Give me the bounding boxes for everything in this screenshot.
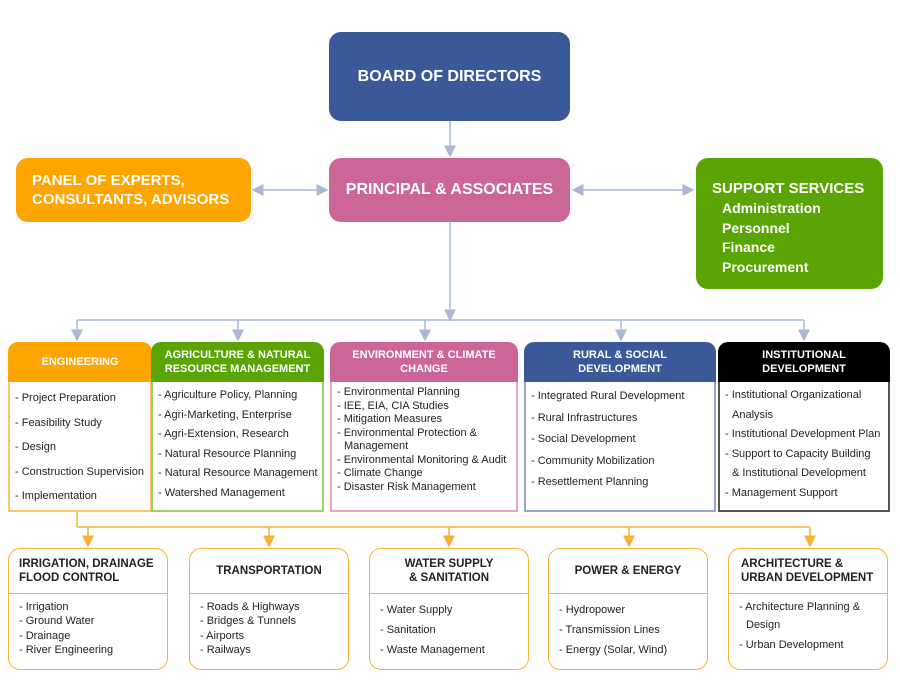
department-items: - Environmental Planning- IEE, EIA, CIA … [330, 382, 518, 512]
department-0: ENGINEERING - Project Preparation - Feasib… [8, 342, 152, 512]
subunit-items: - Roads & Highways - Bridges & Tunnels- A… [190, 594, 348, 657]
subunit-title-line: FLOOD CONTROL [19, 572, 120, 584]
department-item: - Integrated Rural Development [531, 390, 685, 402]
subunit-item: - Roads & Highways [200, 601, 300, 613]
subunit-item: - River Engineering [19, 643, 114, 656]
board-of-directors-box: BOARD OF DIRECTORS [329, 32, 570, 121]
engineering-subunit-3: POWER & ENERGY - Hydropower - Transmission… [548, 548, 708, 670]
support-services-box: SUPPORT SERVICES Administration Personne… [696, 158, 883, 289]
board-title: BOARD OF DIRECTORS [357, 67, 542, 85]
department-item: - Climate Change [337, 467, 423, 479]
subunit-title-line: TRANSPORTATION [216, 565, 322, 577]
department-item: - Resettlement Planning [531, 476, 649, 488]
department-item: - Feasibility Study [15, 416, 102, 429]
subunit-items: - Water Supply - Sanitation - Waste Manage… [370, 594, 528, 660]
panel-title-line1: PANEL OF EXPERTS, [32, 172, 185, 189]
subunit-title: TRANSPORTATION [190, 549, 348, 594]
department-item: Management [344, 440, 409, 452]
subunit-item: - Irrigation [19, 601, 69, 613]
support-item: Procurement [722, 258, 809, 275]
subunit-item: - Airports [200, 629, 245, 642]
subunit-item: - Water Supply [380, 604, 453, 616]
department-item: - Design [15, 441, 56, 453]
subunit-item: - Ground Water [19, 615, 95, 628]
department-item: - Community Mobilization [531, 454, 655, 467]
subunit-items: - Architecture Planning & Design - Urban D… [729, 594, 887, 655]
department-title: ENGINEERING [8, 342, 152, 382]
support-item: Administration [722, 200, 821, 216]
department-3: RURAL & SOCIAL DEVELOPMENT- Integrated R… [524, 342, 716, 512]
department-item: Analysis [732, 408, 773, 421]
support-item: Personnel [722, 219, 790, 236]
engineering-subunit-1: TRANSPORTATION - Roads & Highways - Bridge… [189, 548, 349, 670]
department-item: - Mitigation Measures [337, 413, 443, 425]
subunit-title-line: ARCHITECTURE & [741, 558, 844, 570]
engineering-subunit-0: IRRIGATION, DRAINAGE FLOOD CONTROL - Irrig… [8, 548, 168, 670]
department-item: - Management Support [725, 486, 838, 499]
department-title: INSTITUTIONAL DEVELOPMENT [718, 342, 890, 382]
department-1: AGRICULTURE & NATURAL RESOURCE MANAGEMEN… [151, 342, 324, 512]
principal-associates-box: PRINCIPAL & ASSOCIATES [329, 158, 570, 222]
department-item: - Environmental Protection & [337, 426, 478, 439]
department-title: RURAL & SOCIAL DEVELOPMENT [524, 342, 716, 382]
department-items: - Agriculture Policy, Planning - Agri-Mar… [151, 382, 324, 512]
subunit-title: WATER SUPPLY & SANITATION [370, 549, 528, 594]
department-title: ENVIRONMENT & CLIMATE CHANGE [330, 342, 518, 382]
engineering-subunit-2: WATER SUPPLY& SANITATION- Water Supply- … [369, 548, 529, 670]
subunit-item: Design [746, 619, 781, 631]
department-item: - Institutional Development Plan [725, 428, 881, 440]
department-item: - Environmental Monitoring & Audit [337, 453, 507, 466]
subunit-title: ARCHITECTURE & URBAN DEVELOPMENT [729, 549, 887, 594]
department-item: - Institutional Organizational [725, 389, 862, 401]
department-item: - IEE, EIA, CIA Studies [337, 399, 449, 412]
subunit-item: - Urban Development [739, 639, 844, 651]
subunit-item: - Bridges & Tunnels [200, 615, 296, 628]
department-item: - Implementation [15, 490, 97, 502]
department-item: - Agri-Marketing, Enterprise [158, 408, 292, 421]
panel-title-line2: CONSULTANTS, ADVISORS [32, 191, 230, 208]
subunit-item: - Railways [200, 643, 251, 656]
department-4: INSTITUTIONAL DEVELOPMENT- Institutional… [718, 342, 890, 512]
panel-of-experts-box: PANEL OF EXPERTS, CONSULTANTS, ADVISORS [16, 158, 251, 222]
subunit-item: - Hydropower [559, 604, 626, 616]
subunit-title: IRRIGATION, DRAINAGE FLOOD CONTROL [9, 549, 167, 594]
subunit-title-line: URBAN DEVELOPMENT [741, 572, 874, 584]
department-item: - Natural Resource Planning [158, 447, 297, 460]
department-items: - Project Preparation - Feasibility Study… [8, 382, 152, 512]
department-item: - Support to Capacity Building [725, 447, 871, 460]
department-item: - Rural Infrastructures [531, 411, 638, 424]
principal-title: PRINCIPAL & ASSOCIATES [345, 181, 554, 198]
department-item: - Project Preparation [15, 392, 116, 404]
department-item: - Environmental Planning [337, 386, 460, 398]
subunit-title-line: IRRIGATION, DRAINAGE [19, 558, 154, 570]
department-item: - Agri-Extension, Research [158, 428, 289, 440]
subunit-title-line: & SANITATION [408, 572, 490, 584]
department-item: - Construction Supervision [15, 465, 145, 478]
department-title: AGRICULTURE & NATURAL RESOURCE MANAGEMEN… [151, 342, 324, 382]
subunit-item: - Sanitation [380, 624, 436, 636]
engineering-subunit-4: ARCHITECTURE & URBAN DEVELOPMENT - Archite… [728, 548, 888, 670]
subunit-items: - Irrigation - Ground Water- Drainage- Ri… [9, 594, 167, 657]
subunit-title: POWER & ENERGY [549, 549, 707, 594]
department-2: ENVIRONMENT & CLIMATE CHANGE- Environmen… [330, 342, 518, 512]
department-item: - Social Development [531, 433, 636, 445]
subunit-items: - Hydropower - Transmission Lines - Energy… [549, 594, 707, 660]
department-item: - Disaster Risk Management [337, 480, 476, 493]
department-item: - Natural Resource Management [158, 467, 318, 479]
subunit-item: - Transmission Lines [559, 624, 660, 636]
department-item: & Institutional Development [732, 467, 866, 479]
department-item: - Agriculture Policy, Planning [158, 389, 298, 401]
subunit-title-line: POWER & ENERGY [574, 565, 682, 577]
subunit-title-line: WATER SUPPLY [404, 558, 494, 570]
subunit-item: - Architecture Planning & [739, 601, 861, 613]
support-title: SUPPORT SERVICES [712, 180, 865, 197]
support-item: Finance [722, 239, 775, 255]
subunit-item: - Drainage [19, 629, 71, 642]
subunit-item: - Waste Management [380, 644, 485, 656]
subunit-item: - Energy (Solar, Wind) [559, 644, 668, 656]
department-item: - Watershed Management [158, 486, 285, 499]
department-items: - Integrated Rural Development - Rural In… [524, 382, 716, 512]
